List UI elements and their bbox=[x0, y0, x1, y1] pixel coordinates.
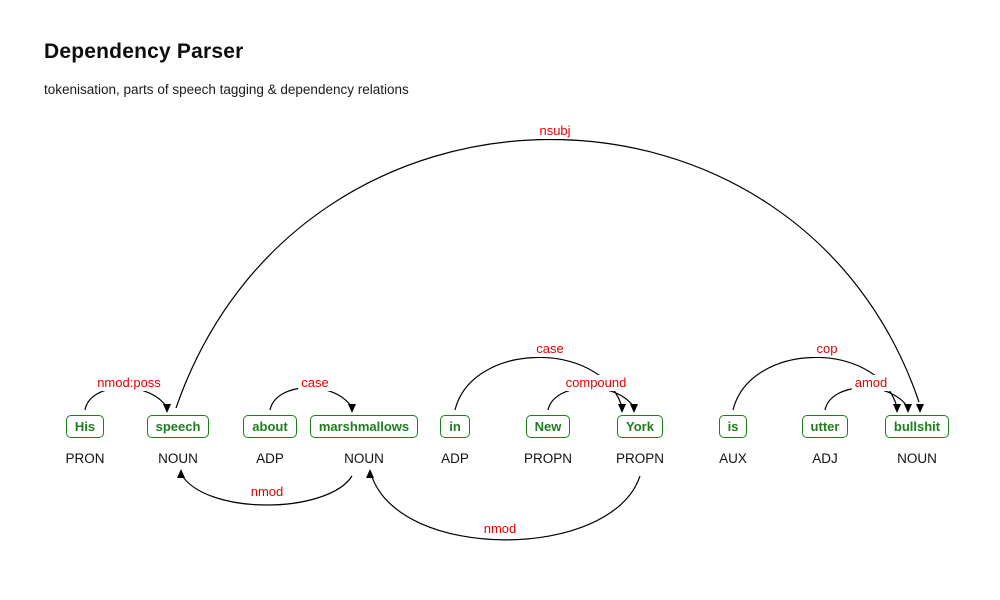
token-box: about bbox=[243, 415, 297, 438]
token-col-in: in ADP bbox=[395, 415, 515, 466]
arc-nmod-speech bbox=[180, 473, 353, 506]
pos-tag: ADP bbox=[256, 451, 284, 466]
dep-label-nmod-poss: nmod:poss bbox=[94, 375, 164, 391]
arrowhead-case-about-icon bbox=[348, 404, 356, 413]
token-col-york: York PROPN bbox=[580, 415, 700, 466]
pos-tag: PRON bbox=[65, 451, 105, 466]
dep-label-amod: amod bbox=[851, 375, 891, 391]
token-box: His bbox=[65, 415, 105, 438]
pos-tag: PROPN bbox=[523, 451, 572, 466]
token-box: is bbox=[718, 415, 748, 438]
dep-label-case-in: case bbox=[533, 341, 567, 357]
dep-label-case-about: case bbox=[298, 375, 332, 391]
arc-nmod-marshmallows bbox=[370, 473, 641, 541]
dep-label-compound: compound bbox=[562, 375, 630, 391]
token-box: utter bbox=[801, 415, 849, 438]
pos-tag: AUX bbox=[719, 451, 747, 466]
dep-label-nsubj: nsubj bbox=[536, 123, 574, 139]
pos-tag: NOUN bbox=[344, 451, 384, 466]
dep-label-nmod-marshmallows: nmod bbox=[480, 521, 520, 537]
pos-tag: NOUN bbox=[897, 451, 937, 466]
token-col-is: is AUX bbox=[673, 415, 793, 466]
page-subtitle: tokenisation, parts of speech tagging & … bbox=[44, 82, 409, 97]
pos-tag: ADP bbox=[441, 451, 469, 466]
page-title: Dependency Parser bbox=[44, 40, 244, 63]
arrowhead-cop-icon bbox=[893, 404, 901, 413]
arrowhead-nmod-poss-icon bbox=[163, 404, 171, 413]
dep-label-cop: cop bbox=[813, 341, 841, 357]
arc-case-about bbox=[269, 387, 352, 411]
token-col-utter: utter ADJ bbox=[765, 415, 885, 466]
token-col-new: New PROPN bbox=[488, 415, 608, 466]
pos-tag: NOUN bbox=[158, 451, 198, 466]
arc-nmod-poss bbox=[84, 387, 167, 411]
token-col-marshmallows: marshmallows NOUN bbox=[304, 415, 424, 466]
arc-nsubj bbox=[175, 138, 920, 409]
token-box: in bbox=[440, 415, 470, 438]
token-box: bullshit bbox=[884, 415, 950, 438]
pos-tag: ADJ bbox=[812, 451, 838, 466]
pos-tag: PROPN bbox=[615, 451, 664, 466]
arrowhead-nsubj-icon bbox=[916, 404, 924, 413]
token-box: New bbox=[525, 415, 571, 438]
arrowhead-amod-icon bbox=[904, 404, 912, 413]
token-box: speech bbox=[146, 415, 210, 438]
arrowhead-nmod-marshmallows-icon bbox=[366, 469, 374, 478]
token-col-his: His PRON bbox=[25, 415, 145, 466]
arrowhead-compound-icon bbox=[630, 404, 638, 413]
arrowhead-case-in-icon bbox=[618, 404, 626, 413]
arrowhead-nmod-speech-icon bbox=[177, 469, 185, 478]
token-col-speech: speech NOUN bbox=[118, 415, 238, 466]
token-box: marshmallows bbox=[309, 415, 419, 438]
dep-label-nmod-speech: nmod bbox=[247, 484, 287, 500]
token-col-about: about ADP bbox=[210, 415, 330, 466]
token-col-bullshit: bullshit NOUN bbox=[857, 415, 977, 466]
token-box: York bbox=[617, 415, 663, 438]
